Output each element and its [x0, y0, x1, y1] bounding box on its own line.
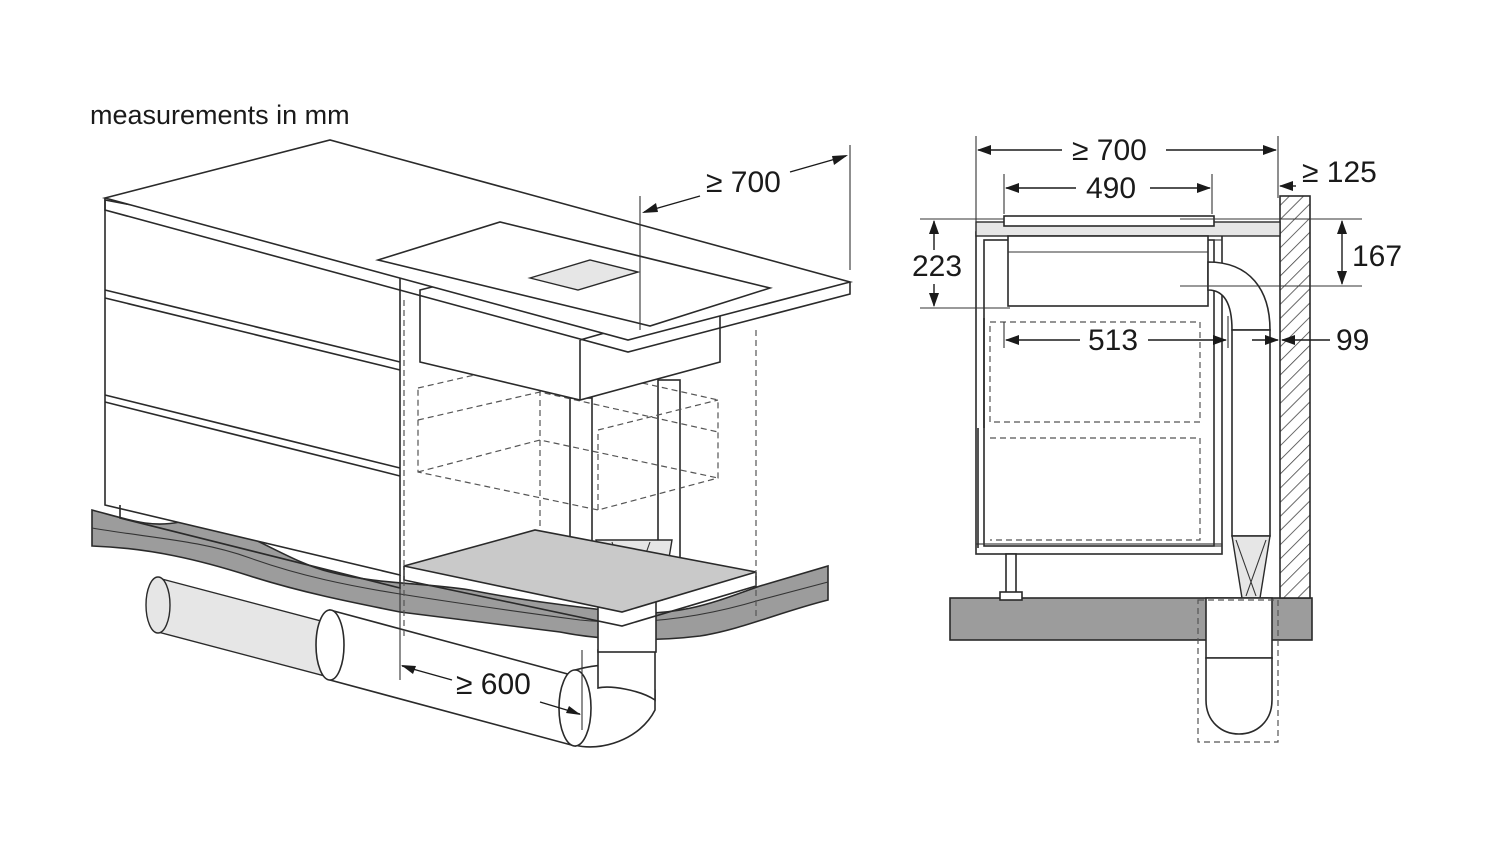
floor-duct-pipe: [145, 576, 656, 748]
dim-right-duct-offset: 99: [1252, 324, 1369, 357]
worktop: [101, 139, 854, 353]
dim-right-height: 223: [912, 220, 962, 307]
section-extension-lines: [920, 136, 1362, 348]
section-view: ≥ 700 490 ≥ 125 223 1: [912, 134, 1402, 743]
dim-right-inner: 513: [1005, 324, 1227, 357]
section-wall: [1279, 195, 1311, 599]
dim-right-duct-offset-label: 99: [1336, 324, 1369, 357]
dim-right-height-label: 223: [912, 250, 962, 283]
dim-right-width-label: ≥ 700: [1072, 134, 1147, 167]
dim-right-cutout-label: 490: [1086, 172, 1136, 205]
isometric-view: measurements in mm: [90, 100, 854, 748]
section-hob: [975, 215, 1281, 307]
dim-left-pipe: ≥ 600: [399, 580, 583, 730]
section-duct: [1197, 261, 1279, 743]
hidden-outlines: [403, 300, 757, 640]
dim-right-duct-height: 167: [1337, 220, 1402, 285]
dim-right-width: ≥ 700: [977, 134, 1277, 167]
dim-left-depth: ≥ 700: [639, 145, 851, 330]
dim-left-depth-label: ≥ 700: [706, 166, 781, 199]
dim-right-wall-gap: ≥ 125: [1279, 156, 1377, 191]
dim-left-pipe-label: ≥ 600: [456, 668, 531, 701]
measurements-heading: measurements in mm: [90, 100, 350, 130]
dim-right-inner-label: 513: [1088, 324, 1138, 357]
dim-right-cutout: 490: [1005, 172, 1211, 205]
dim-right-duct-height-label: 167: [1352, 240, 1402, 273]
dim-right-wall-gap-label: ≥ 125: [1302, 156, 1377, 189]
